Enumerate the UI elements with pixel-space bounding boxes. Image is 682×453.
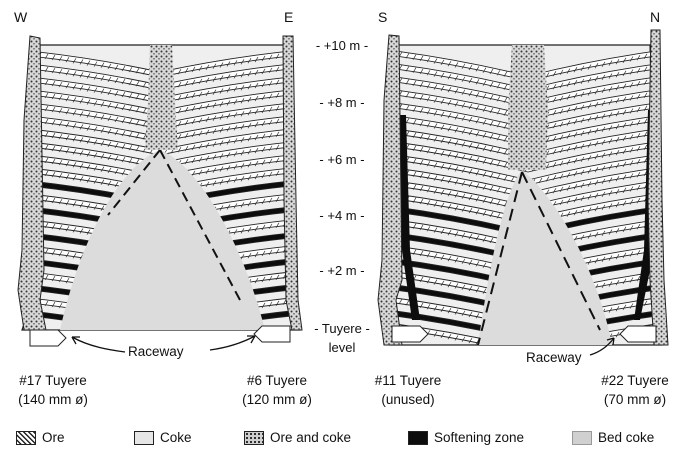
legend-softening-zone: Softening zone	[408, 430, 524, 445]
tuyere-22-label: #22 Tuyere	[590, 373, 680, 388]
legend-bed-coke-label: Bed coke	[598, 430, 654, 445]
tuyere-22-size: (70 mm ø)	[590, 392, 680, 407]
ore-hatch-stroke	[24, 64, 27, 69]
ore-hatch-stroke	[297, 193, 300, 198]
direction-east: E	[284, 10, 293, 25]
ore-hatch-icon	[16, 431, 36, 445]
ore-hatch-stroke	[297, 63, 300, 68]
legend-ore-and-coke-label: Ore and coke	[270, 430, 351, 445]
right-furnace	[378, 30, 668, 355]
ore-hatch-stroke	[297, 154, 300, 159]
direction-west: W	[14, 10, 27, 25]
legend-bed-coke: Bed coke	[572, 430, 654, 445]
ore-hatch-stroke	[297, 167, 300, 172]
level-10m: - +10 m -	[302, 38, 382, 53]
ore-hatch-stroke	[297, 102, 300, 107]
level-2m: - +2 m -	[302, 263, 382, 278]
level-tuyere-level: level	[302, 340, 382, 355]
tuyere-6-label: #6 Tuyere	[232, 373, 322, 388]
ore-hatch-stroke	[297, 128, 300, 133]
legend-ore-and-coke: Ore and coke	[244, 430, 351, 445]
left-furnace	[18, 36, 302, 352]
ore-coke-column-right	[508, 45, 548, 170]
legend-ore-label: Ore	[42, 430, 65, 445]
ore-hatch-stroke	[297, 219, 300, 224]
direction-north: N	[650, 10, 660, 25]
wall-north	[648, 30, 668, 345]
tuyere-17-label: #17 Tuyere	[8, 373, 98, 388]
tuyere-6-size: (120 mm ø)	[232, 392, 322, 407]
tuyere-17-size: (140 mm ø)	[8, 392, 98, 407]
legend-softening-zone-label: Softening zone	[434, 430, 524, 445]
grey-fill-icon	[572, 431, 592, 445]
ore-hatch-stroke	[24, 51, 27, 56]
tuyere-11-status: (unused)	[363, 392, 453, 407]
ore-hatch-stroke	[297, 76, 300, 81]
level-8m: - +8 m -	[302, 95, 382, 110]
mixed-dots-icon	[244, 431, 264, 445]
level-tuyere: - Tuyere -	[302, 321, 382, 336]
ore-hatch-stroke	[297, 50, 300, 55]
tuyere-11-label: #11 Tuyere	[363, 373, 453, 388]
raceway-label-right: Raceway	[526, 350, 582, 365]
black-fill-icon	[408, 431, 428, 445]
raceway-label-left: Raceway	[128, 344, 184, 359]
ore-hatch-stroke	[518, 347, 521, 352]
direction-south: S	[378, 10, 387, 25]
ore-hatch-stroke	[297, 141, 300, 146]
ore-hatch-stroke	[297, 89, 300, 94]
wall-east	[283, 36, 302, 330]
legend-coke: Coke	[134, 430, 192, 445]
level-4m: - +4 m -	[302, 208, 382, 223]
legend-coke-label: Coke	[160, 430, 192, 445]
legend-ore: Ore	[16, 430, 65, 445]
ore-hatch-stroke	[511, 346, 514, 351]
ore-hatch-stroke	[297, 115, 300, 120]
coke-fill-icon	[134, 431, 154, 445]
level-6m: - +6 m -	[302, 152, 382, 167]
